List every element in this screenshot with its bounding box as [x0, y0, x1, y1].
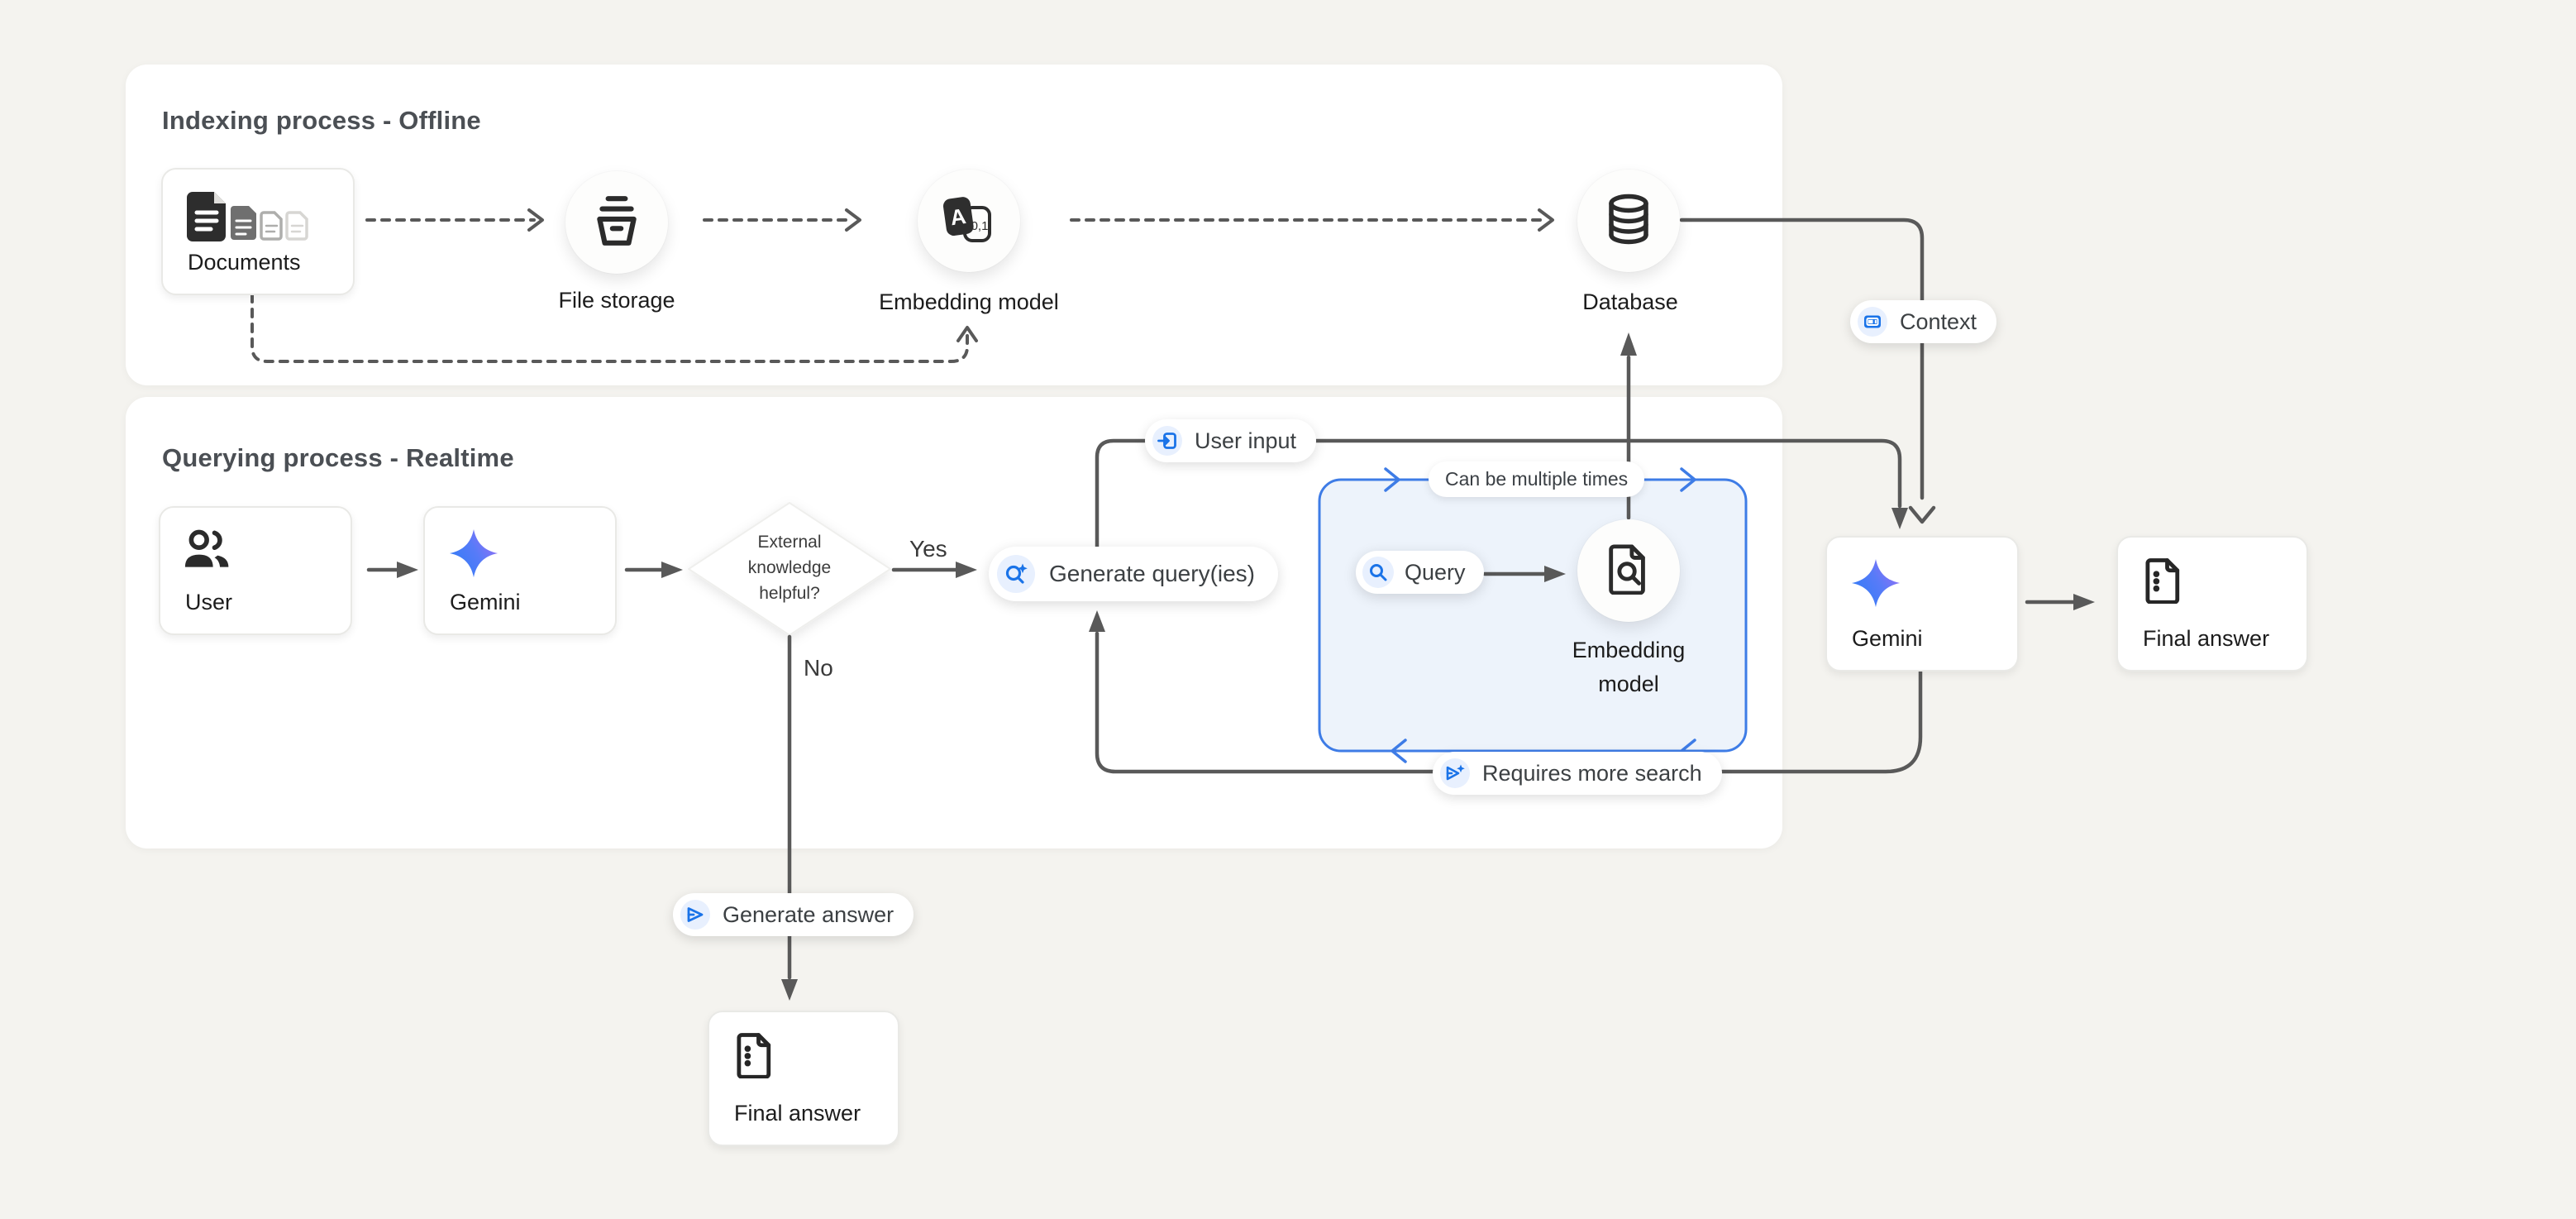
requires-more-search-badge-label: Requires more search [1482, 760, 1702, 786]
file-storage-node[interactable] [565, 171, 668, 274]
final-answer-right-node[interactable]: Final answer [2116, 536, 2308, 672]
gemini-query-label: Gemini [450, 590, 521, 614]
arrowhead-chevron [1908, 505, 1936, 524]
translate-embedding-icon: 0,1 A [942, 193, 995, 250]
svg-text:0,1: 0,1 [971, 219, 989, 233]
arrowhead [397, 562, 418, 578]
input-arrow-icon [1152, 426, 1182, 456]
send-icon [680, 900, 710, 930]
documents-icon [186, 191, 310, 246]
generate-answer-badge: Generate answer [673, 893, 914, 936]
arrowhead [781, 979, 798, 1001]
embedding-model-online-node[interactable] [1577, 519, 1680, 622]
edge-gemini-requires-loop [1095, 631, 1923, 774]
arrowhead [2073, 594, 2095, 610]
generate-answer-badge-label: Generate answer [723, 901, 894, 927]
embedding-model-offline-node[interactable]: 0,1 A [918, 170, 1020, 272]
querying-panel-title: Querying process - Realtime [162, 443, 514, 472]
context-badge: Context [1850, 300, 1997, 343]
documents-node[interactable]: Documents [161, 168, 355, 295]
no-label: No [804, 655, 833, 681]
arrowhead-chevron [527, 208, 544, 232]
database-node[interactable] [1577, 170, 1680, 272]
context-icon [1858, 307, 1887, 337]
arrowhead-chevron [1538, 208, 1554, 232]
yes-label: Yes [909, 536, 947, 562]
arrowhead-chevron [956, 326, 978, 342]
embedding-model-online-label: Embedding model [1572, 638, 1686, 696]
answer-file-icon [2141, 557, 2187, 608]
arrowhead-chevron [845, 208, 861, 232]
answer-file-icon [732, 1032, 779, 1083]
final-answer-bottom-label: Final answer [734, 1101, 861, 1126]
generate-queries-node[interactable]: Generate query(ies) [989, 547, 1279, 601]
gemini-query-node[interactable]: Gemini [423, 506, 617, 635]
database-icon [1602, 193, 1655, 250]
gemini-star-icon [1850, 557, 1901, 613]
search-spark-icon [997, 555, 1035, 593]
indexing-panel-title: Indexing process - Offline [162, 106, 481, 135]
query-label: Query [1405, 559, 1466, 585]
edge-database-context-to-gemini [1679, 218, 1925, 500]
embedding-model-offline-label: Embedding model [879, 289, 1059, 314]
context-badge-label: Context [1900, 308, 1977, 334]
user-node[interactable]: User [159, 506, 352, 635]
documents-label: Documents [188, 250, 301, 275]
query-node[interactable]: Query [1356, 551, 1484, 594]
gemini-star-icon [448, 528, 499, 583]
user-group-icon [184, 528, 233, 576]
user-label: User [185, 590, 233, 614]
final-answer-right-label: Final answer [2143, 626, 2270, 651]
bucket-icon [589, 194, 644, 252]
generate-queries-label: Generate query(ies) [1049, 561, 1256, 586]
can-be-multiple-times-label: Can be multiple times [1429, 461, 1645, 497]
user-input-badge-label: User input [1195, 428, 1297, 453]
search-icon [1362, 557, 1394, 588]
gemini-answer-label: Gemini [1852, 626, 1923, 651]
gemini-answer-node[interactable]: Gemini [1825, 536, 2019, 672]
svg-text:A: A [948, 203, 967, 229]
database-label: Database [1582, 289, 1678, 314]
send-spark-icon [1440, 758, 1470, 788]
arrowhead [661, 562, 683, 578]
file-storage-label: File storage [558, 288, 675, 313]
edge-documents-loop-to-embedding [250, 293, 969, 363]
arrowhead [956, 562, 977, 578]
arrowhead [1891, 508, 1908, 529]
loop-arrow-top-left-icon [1384, 467, 1400, 492]
arrowhead [1544, 566, 1566, 582]
loop-arrow-top-right-icon [1680, 467, 1696, 492]
user-input-badge: User input [1145, 419, 1317, 462]
decision-label: External knowledge helpful? [747, 533, 832, 603]
query-loop-container [1318, 467, 1748, 763]
edge-user-input-to-gemini [1095, 438, 1902, 550]
arrowhead [1620, 332, 1637, 356]
document-search-icon [1603, 543, 1654, 599]
arrowhead [1089, 610, 1105, 632]
requires-more-search-badge: Requires more search [1433, 752, 1722, 795]
final-answer-bottom-node[interactable]: Final answer [708, 1011, 899, 1146]
loop-arrow-bottom-left-icon [1391, 739, 1407, 763]
